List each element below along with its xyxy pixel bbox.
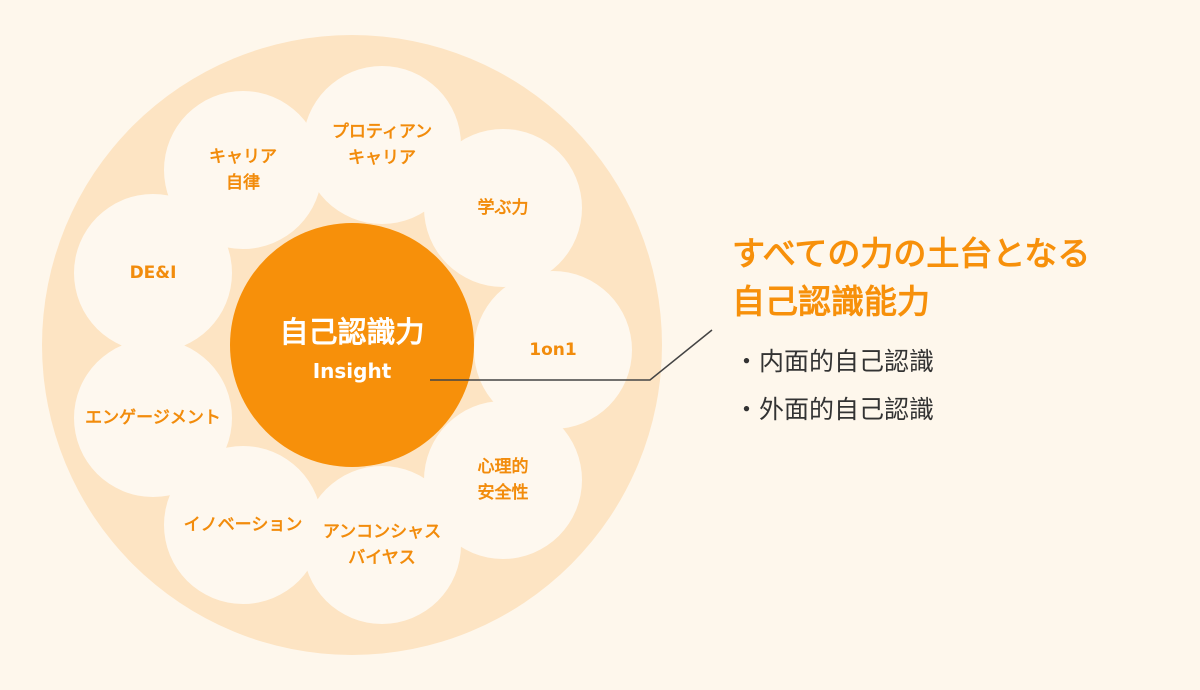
- bubble-label: アンコンシャス バイヤス: [322, 522, 442, 568]
- callout-heading: すべての力の土台となる 自己認識能力: [732, 234, 1091, 321]
- center-circle: 自己認識力 Insight: [230, 223, 474, 467]
- bubble-label: 心理的 安全性: [477, 457, 529, 503]
- bubble-psychological-safety: 心理的 安全性: [424, 401, 582, 559]
- bubble-label: DE&I: [129, 263, 177, 283]
- bubble-learning: 学ぶ力: [424, 129, 582, 287]
- callout-item: ・外面的自己認識: [734, 395, 935, 424]
- bubble-unconscious-bias: アンコンシャス バイヤス: [303, 466, 461, 624]
- bubble-dei: DE&I: [74, 194, 232, 352]
- bubble-label: イノベーション: [183, 515, 303, 535]
- bubble-label: エンゲージメント: [85, 408, 221, 428]
- callout-item: ・内面的自己認識: [734, 347, 935, 376]
- bubble-label: プロティアン キャリア: [331, 122, 433, 168]
- center-title: 自己認識力: [279, 315, 425, 349]
- callout-list: ・内面的自己認識 ・外面的自己認識: [734, 338, 934, 434]
- bubble-label: キャリア 自律: [209, 147, 277, 193]
- center-subtitle: Insight: [312, 359, 392, 383]
- bubble-engagement: エンゲージメント: [74, 339, 232, 497]
- bubble-label: 1on1: [529, 340, 577, 360]
- bubble-label: 学ぶ力: [477, 198, 529, 218]
